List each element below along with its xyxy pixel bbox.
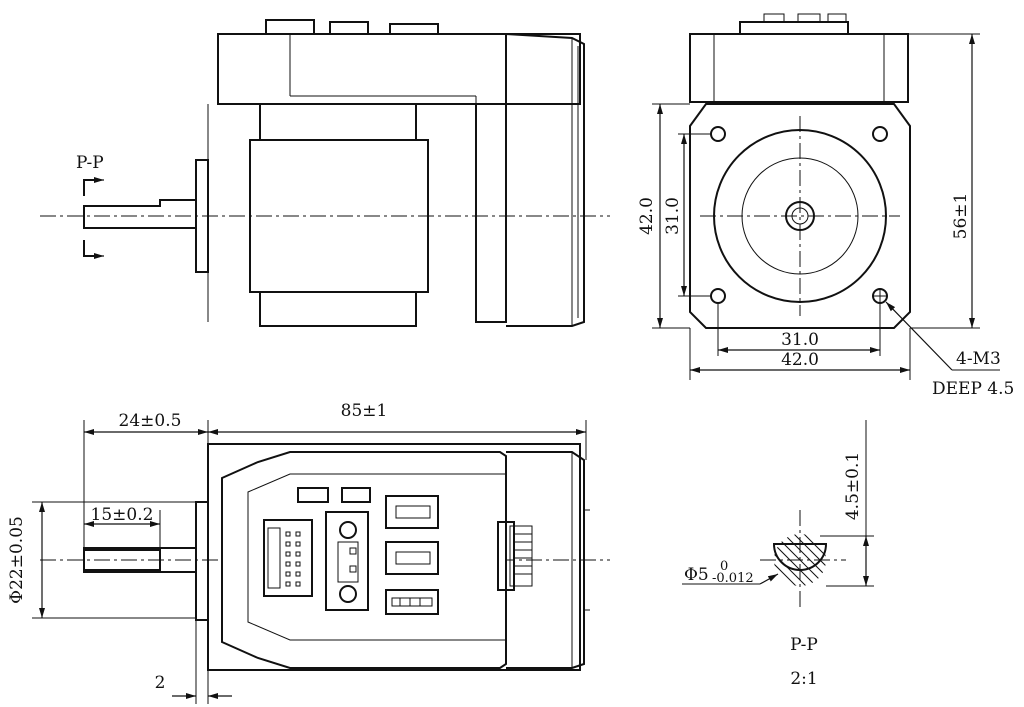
top-flat-length: 15±0.2 — [91, 505, 154, 525]
top-connector-b — [385, 541, 439, 575]
top-power-connector — [325, 511, 369, 611]
side-upper-collar — [259, 103, 417, 141]
section-detail: 4.5±0.1 Φ5 0 -0.012 P-P 2:1 — [682, 420, 874, 689]
top-encoder-connector — [497, 521, 515, 591]
detail-tol-upper: 0 — [720, 559, 728, 574]
detail-shaft-outline — [772, 543, 828, 571]
top-io-header — [263, 519, 313, 597]
top-io-pins — [285, 531, 301, 587]
front-width-overall: 42.0 — [781, 350, 819, 370]
front-thread-label: 4-M3 — [956, 349, 1001, 369]
top-connector-a — [385, 495, 439, 529]
front-hole-bl — [710, 288, 726, 304]
side-shaft — [83, 199, 197, 229]
top-housing-frame — [207, 443, 581, 671]
top-view: 24±0.5 85±1 15±0.2 Φ22±0.05 2 — [7, 401, 610, 704]
front-total-height: 56±1 — [951, 193, 971, 240]
side-connector-2 — [329, 21, 369, 35]
top-body-length: 85±1 — [341, 401, 388, 421]
detail-scale: 2:1 — [790, 669, 817, 689]
top-flange — [195, 501, 209, 621]
front-connector — [739, 21, 849, 35]
front-flange — [689, 103, 911, 329]
side-connector-1 — [265, 19, 315, 35]
top-pilot-diameter: Φ22±0.05 — [7, 516, 27, 604]
top-led-2 — [341, 487, 371, 503]
side-end-cap — [475, 33, 585, 327]
front-hole-tl — [710, 126, 726, 142]
front-height-overall: 42.0 — [637, 197, 657, 235]
top-connector-c — [385, 589, 439, 615]
front-view: 42.0 31.0 56±1 31.0 42.0 4-M3 DEEP 4.5 — [637, 13, 1014, 399]
side-lower-collar — [259, 291, 417, 327]
side-view: P-P — [40, 19, 610, 327]
side-driver-box — [217, 33, 581, 105]
side-section-marker: P-P — [76, 153, 104, 173]
side-connector-3 — [389, 23, 439, 35]
top-shaft-length: 24±0.5 — [119, 411, 182, 431]
detail-shaft-diameter: Φ5 — [684, 565, 709, 585]
detail-title: P-P — [790, 635, 818, 655]
detail-flat-height: 4.5±0.1 — [843, 452, 863, 520]
front-height-holes: 31.0 — [663, 197, 683, 235]
detail-tol-lower: -0.012 — [712, 571, 754, 586]
front-depth-label: DEEP 4.5 — [932, 379, 1014, 399]
front-driver-box — [689, 33, 909, 103]
top-led-1 — [297, 487, 329, 503]
top-end-cap — [506, 451, 585, 669]
top-flange-thickness: 2 — [155, 673, 166, 693]
front-hole-tr — [872, 126, 888, 142]
front-width-holes: 31.0 — [781, 330, 819, 350]
